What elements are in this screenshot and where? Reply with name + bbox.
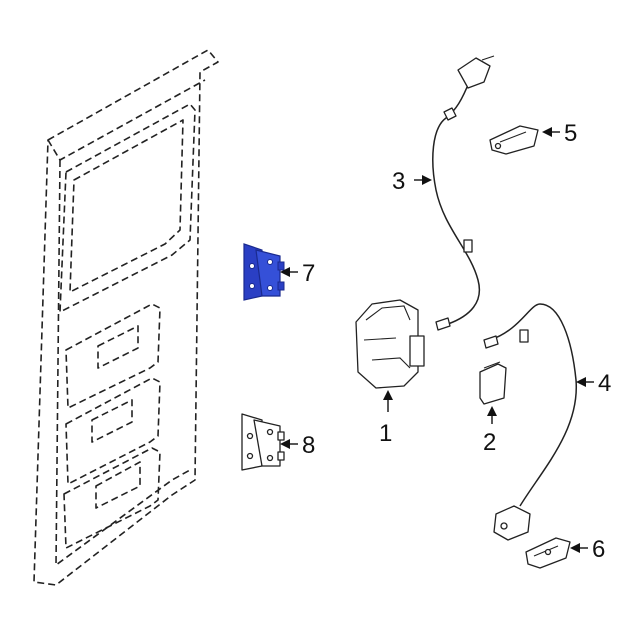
upper-striker xyxy=(489,125,539,155)
arrowhead-4 xyxy=(576,377,586,387)
callout-2: 2 xyxy=(483,406,497,456)
arrowhead-1 xyxy=(383,390,393,400)
lower-hinge xyxy=(241,413,285,471)
door-latch-assembly xyxy=(355,299,425,389)
callout-4: 4 xyxy=(576,370,611,397)
lower-latch-cable xyxy=(483,303,577,541)
door-outline xyxy=(33,49,219,586)
callout-7: 7 xyxy=(280,260,315,287)
callout-8: 8 xyxy=(280,432,315,459)
arrowhead-8 xyxy=(280,439,290,449)
lower-striker xyxy=(525,537,571,569)
latch-cover xyxy=(479,361,507,405)
callout-label-8: 8 xyxy=(302,432,315,459)
callout-5: 5 xyxy=(542,120,577,147)
arrowhead-6 xyxy=(570,543,580,553)
callout-label-2: 2 xyxy=(483,429,496,456)
callout-label-5: 5 xyxy=(564,120,577,147)
callout-label-7: 7 xyxy=(302,260,315,287)
callout-3: 3 xyxy=(392,168,432,195)
upper-hinge xyxy=(243,243,285,301)
arrowhead-2 xyxy=(487,406,497,416)
callout-label-3: 3 xyxy=(392,168,405,195)
callout-label-1: 1 xyxy=(379,420,392,447)
callout-label-6: 6 xyxy=(592,536,605,563)
callout-1: 1 xyxy=(379,390,393,447)
arrowhead-7 xyxy=(280,267,290,277)
callout-6: 6 xyxy=(570,536,605,563)
upper-latch-cable xyxy=(432,55,495,331)
arrowhead-3 xyxy=(422,175,432,185)
upper-hinge-leaf xyxy=(255,249,281,297)
arrowhead-5 xyxy=(542,127,552,137)
callout-label-4: 4 xyxy=(598,370,611,397)
